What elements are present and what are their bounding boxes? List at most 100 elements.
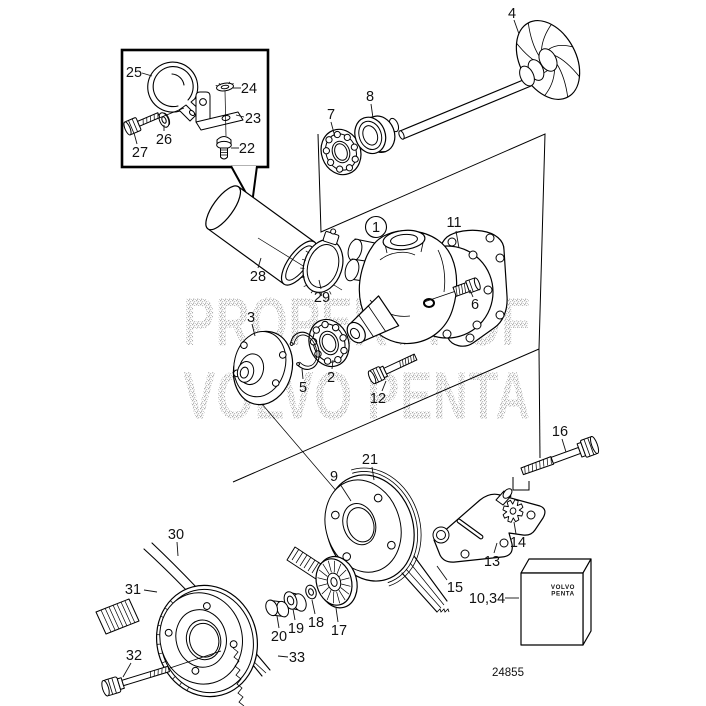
pump-top-port xyxy=(382,229,426,254)
leader-line-18 xyxy=(311,599,316,615)
hub-3 xyxy=(232,330,294,406)
callout-31[interactable]: 31 xyxy=(125,582,141,598)
leader-line-2 xyxy=(331,359,334,370)
callout-21[interactable]: 21 xyxy=(362,452,378,468)
leader-line-7 xyxy=(330,121,336,138)
leader-line-11 xyxy=(455,230,460,249)
pump-housing xyxy=(344,229,494,345)
callout-5[interactable]: 5 xyxy=(299,380,307,396)
bolt-32 xyxy=(101,650,222,697)
callout-27[interactable]: 27 xyxy=(132,145,148,161)
callout-19[interactable]: 19 xyxy=(288,621,304,637)
pulley-9 xyxy=(324,467,422,587)
callout-8[interactable]: 8 xyxy=(366,89,374,105)
leader-line-9 xyxy=(339,483,352,502)
leader-line-32 xyxy=(122,662,132,678)
callout-25[interactable]: 25 xyxy=(126,65,142,81)
figure-number: 24855 xyxy=(492,667,524,679)
leader-line-14 xyxy=(513,521,517,535)
callout-24[interactable]: 24 xyxy=(241,81,257,97)
pump-shaft xyxy=(388,77,532,140)
callout-33[interactable]: 33 xyxy=(289,650,305,666)
bearing-7 xyxy=(320,128,362,176)
leader-line-5 xyxy=(301,368,304,380)
spacer-20 xyxy=(265,599,290,618)
callout-17[interactable]: 17 xyxy=(331,623,347,639)
leader-line-20 xyxy=(276,615,280,629)
leader-line-17 xyxy=(335,607,339,623)
seal-8 xyxy=(354,115,396,155)
leader-line-8 xyxy=(370,103,374,119)
leader-line-16 xyxy=(561,438,567,453)
inset-detail-box xyxy=(120,48,270,208)
callout-14[interactable]: 14 xyxy=(510,535,526,551)
callout-16[interactable]: 16 xyxy=(552,424,568,440)
plug-6 xyxy=(423,277,481,303)
callout-13[interactable]: 13 xyxy=(484,554,500,570)
bracket-23 xyxy=(195,91,244,131)
nut-19 xyxy=(283,591,307,612)
leader-line-12 xyxy=(381,380,387,392)
belt-21 xyxy=(401,555,450,613)
lock-washer-14 xyxy=(502,499,524,523)
washer-24 xyxy=(215,81,234,92)
callout-22[interactable]: 22 xyxy=(239,141,255,157)
leader-line-29 xyxy=(318,279,322,290)
leader-line-30 xyxy=(176,541,179,557)
callout-15[interactable]: 15 xyxy=(447,580,463,596)
callout-9[interactable]: 9 xyxy=(330,469,338,485)
callout-12[interactable]: 12 xyxy=(370,391,386,407)
bolt-16 xyxy=(520,435,600,476)
leader-line-27 xyxy=(133,132,138,145)
washer-26 xyxy=(158,112,171,128)
callout-11[interactable]: 11 xyxy=(446,215,461,231)
callout-32[interactable]: 32 xyxy=(126,648,142,664)
callout-2[interactable]: 2 xyxy=(327,370,335,386)
impeller-4 xyxy=(515,20,581,100)
bolt-27 xyxy=(123,112,161,136)
leader-line-3 xyxy=(251,323,256,337)
callout-28[interactable]: 28 xyxy=(250,269,266,285)
impeller-hub xyxy=(519,59,545,87)
callout-6[interactable]: 6 xyxy=(471,297,479,313)
callout-30[interactable]: 30 xyxy=(168,527,184,543)
leader-line-21 xyxy=(371,466,375,481)
pump-snout xyxy=(346,295,400,344)
idler-pulley-17 xyxy=(315,555,358,609)
leader-line-25 xyxy=(141,72,153,77)
belt-segment-left xyxy=(95,598,140,635)
callout-3[interactable]: 3 xyxy=(247,310,255,326)
callout-4[interactable]: 4 xyxy=(508,6,516,22)
callout-10,34[interactable]: 10,34 xyxy=(469,591,505,607)
pin-15 xyxy=(456,518,484,540)
leader-line-19 xyxy=(292,608,296,621)
callout-7[interactable]: 7 xyxy=(327,107,335,123)
crank-pulley-31 xyxy=(155,584,259,698)
bearing-2 xyxy=(308,318,350,368)
leader-line-15 xyxy=(436,565,448,581)
hose-clamp-29 xyxy=(300,228,344,297)
leader-line-33 xyxy=(277,655,289,658)
callout-18[interactable]: 18 xyxy=(308,615,324,631)
bracket-boss xyxy=(495,488,513,506)
screw-22 xyxy=(216,136,232,160)
grouping-frame-lines xyxy=(232,133,546,491)
leader-line-6 xyxy=(469,289,474,298)
leader-line-31 xyxy=(143,589,158,593)
leader-line-23 xyxy=(235,114,245,118)
callout-29[interactable]: 29 xyxy=(314,290,330,306)
belt-33 xyxy=(232,647,245,706)
labels-layer: 1234567891112131415161718192021222324252… xyxy=(122,6,568,678)
bolt-12 xyxy=(367,353,418,385)
leader-line-4 xyxy=(513,19,520,35)
callout-1[interactable]: 1 xyxy=(372,220,380,236)
snap-ring-5 xyxy=(289,331,320,370)
callout-20[interactable]: 20 xyxy=(271,629,287,645)
callout-26[interactable]: 26 xyxy=(156,132,172,148)
bracket-13 xyxy=(432,488,546,563)
callout-23[interactable]: 23 xyxy=(245,111,261,127)
